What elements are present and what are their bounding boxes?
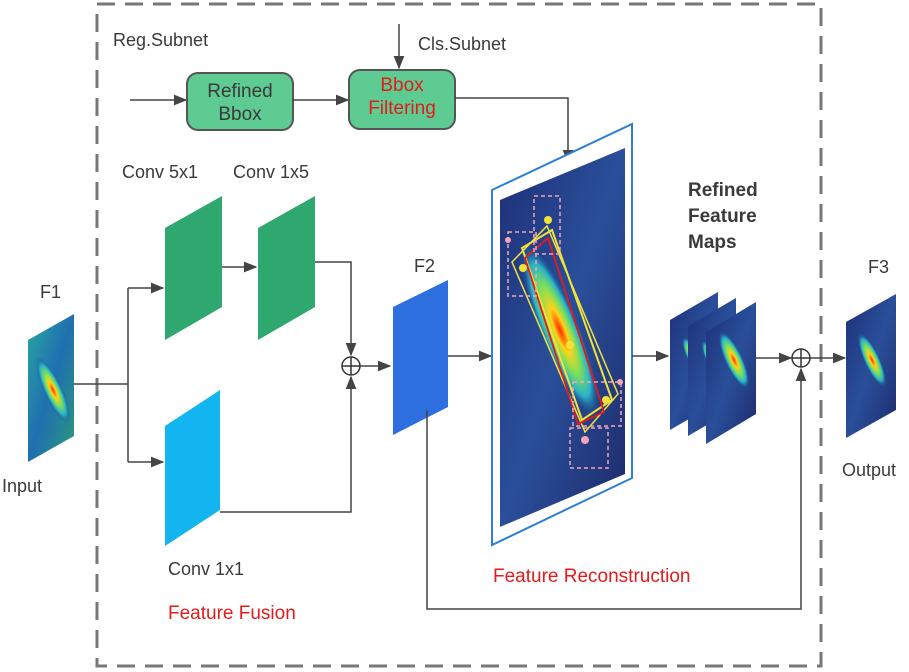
bbox-filtering-line2: Filtering xyxy=(368,98,436,119)
sum-node-output xyxy=(791,348,811,368)
filter-to-reconstruction-arrow xyxy=(455,97,574,164)
sum-node-fusion xyxy=(341,356,361,376)
refined-feature-maps-line2: Feature xyxy=(688,206,757,227)
conv-5x1-label: Conv 5x1 xyxy=(122,162,198,182)
residual-skip-arrow xyxy=(426,367,807,610)
refined-feature-maps-stack xyxy=(670,292,756,444)
bbox-filtering-box xyxy=(348,69,456,130)
f2-label: F2 xyxy=(414,256,435,276)
reg-subnet-label: Reg.Subnet xyxy=(113,30,208,50)
outer-dashed-frame xyxy=(95,2,823,668)
refined-feature-maps-line3: Maps xyxy=(688,232,737,253)
input-label: Input xyxy=(2,476,42,496)
f1-heat-spot xyxy=(35,357,71,423)
cls-subnet-label: Cls.Subnet xyxy=(418,34,506,54)
conv-1x5-label: Conv 1x5 xyxy=(233,162,309,182)
f1-label: F1 xyxy=(40,282,61,302)
refined-bbox-line2: Bbox xyxy=(218,104,262,125)
conv1x5-to-sum-arrow xyxy=(315,261,357,357)
feature-reconstruction-label: Feature Reconstruction xyxy=(493,566,691,587)
refined-bbox-line1: Refined xyxy=(207,81,273,102)
f3-label: F3 xyxy=(868,257,889,277)
conv-1x5-block xyxy=(258,196,315,340)
f2-block xyxy=(393,280,448,435)
conv-1x1-label: Conv 1x1 xyxy=(168,559,244,579)
bbox-overlays xyxy=(505,195,623,469)
conv-5x1-block xyxy=(165,196,222,340)
feature-fusion-label: Feature Fusion xyxy=(168,603,296,624)
reconstruction-heat xyxy=(519,241,601,419)
bbox-filtering-line1: Bbox xyxy=(380,75,424,96)
f3-heat-spot xyxy=(857,332,887,388)
conv-1x1-block xyxy=(165,390,220,546)
refined-feature-maps-line1: Refined xyxy=(688,180,758,201)
output-label: Output xyxy=(842,460,896,480)
refined-bbox-box xyxy=(186,72,294,131)
conv1x1-to-sum-arrow xyxy=(220,375,357,513)
